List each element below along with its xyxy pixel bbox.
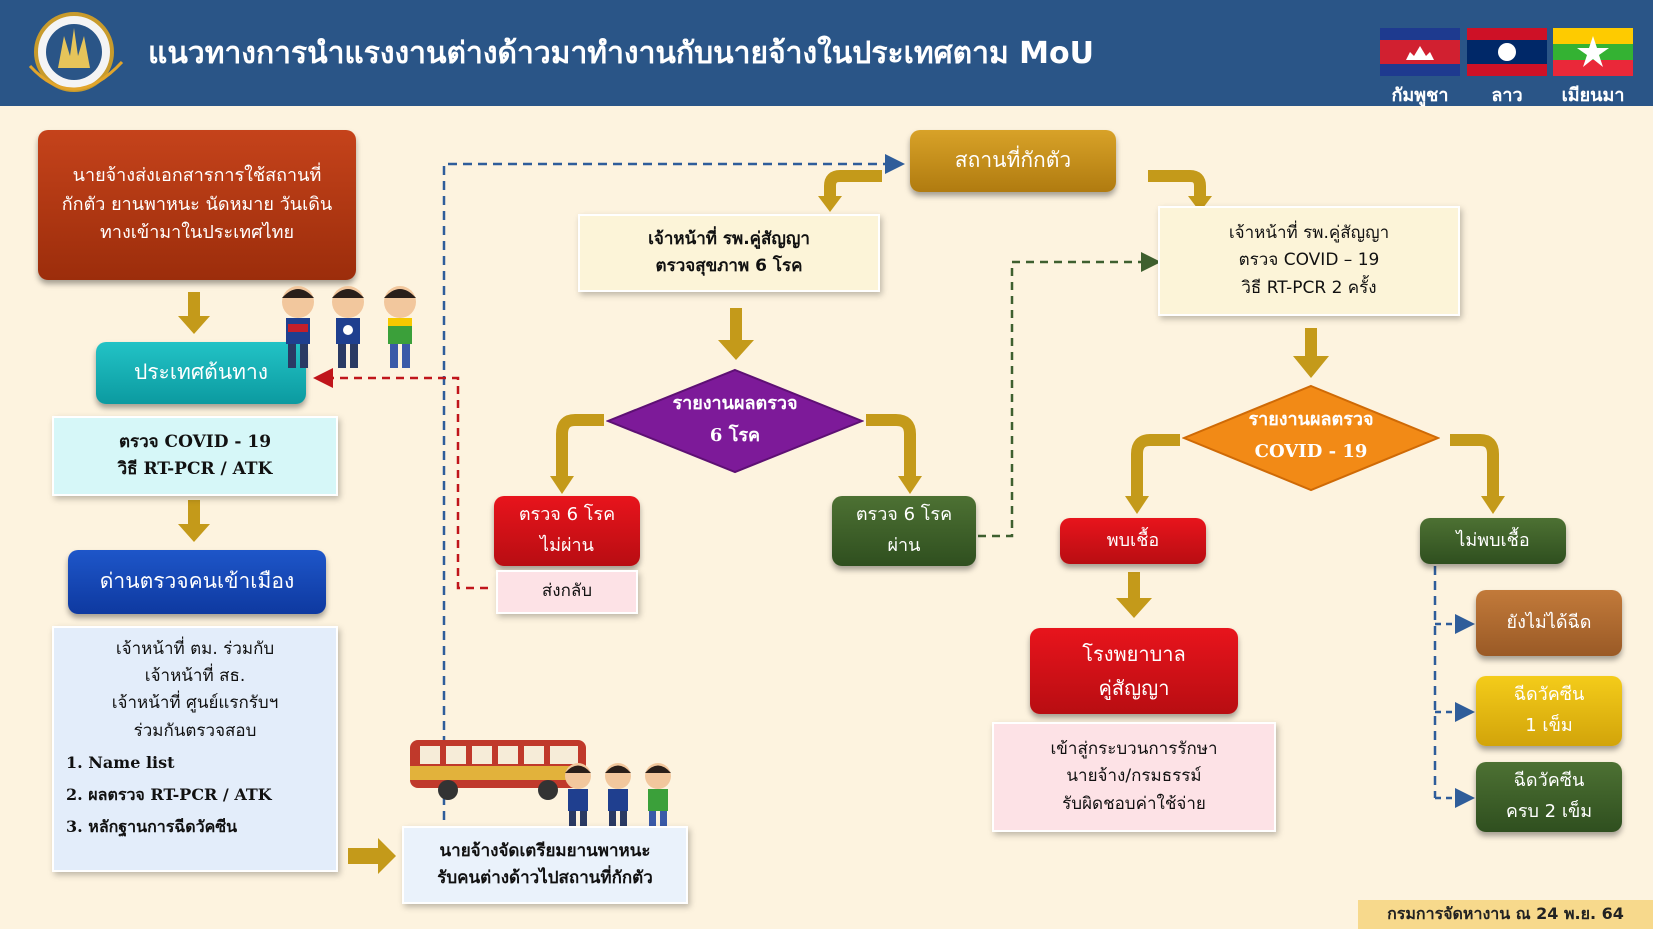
quarantine-text: สถานที่กักตัว <box>954 148 1072 173</box>
positive-box: พบเชื้อ <box>1060 518 1206 564</box>
treatment-box: เข้าสู่กระบวนการรักษา นายจ้าง/กรมธรรม์ ร… <box>992 722 1276 832</box>
fail-6-text: ตรวจ 6 โรค ไม่ผ่าน <box>518 504 616 556</box>
negative-box: ไม่พบเชื้อ <box>1420 518 1566 564</box>
pass-6-text: ตรวจ 6 โรค ผ่าน <box>855 504 953 556</box>
send-back-text: ส่งกลับ <box>541 581 593 602</box>
origin-test-text: ตรวจ COVID - 19 วิธี RT-PCR / ATK <box>117 431 273 479</box>
checkpoint-box: ด่านตรวจคนเข้าเมือง <box>68 550 326 614</box>
myanmar-flag-icon <box>1553 28 1633 76</box>
page-title: แนวทางการนำแรงงานต่างด้าวมาทำงานกับนายจ้… <box>148 36 1095 71</box>
transport-text: นายจ้างจัดเตรียมยานพาหนะ รับคนต่างด้าวไป… <box>437 840 653 888</box>
report-6-diamond <box>606 368 864 474</box>
not-vaccinated-box: ยังไม่ได้ฉีด <box>1476 590 1622 656</box>
footer-credit: กรมการจัดหางาน ณ 24 พ.ย. 64 <box>1358 900 1653 929</box>
hospital-6-box: เจ้าหน้าที่ รพ.คู่สัญญา ตรวจสุขภาพ 6 โรค <box>578 214 880 292</box>
fail-6-box: ตรวจ 6 โรค ไม่ผ่าน <box>494 496 640 566</box>
employer-docs-text: นายจ้างส่งเอกสารการใช้สถานที่ กักตัว ยาน… <box>61 164 333 244</box>
quarantine-box: สถานที่กักตัว <box>910 130 1116 192</box>
hospital-covid-box: เจ้าหน้าที่ รพ.คู่สัญญา ตรวจ COVID – 19 … <box>1158 206 1460 316</box>
vaccine-1-text: ฉีดวัคซีน 1 เข็ม <box>1513 684 1585 736</box>
children-illustration-2 <box>565 763 671 835</box>
negative-text: ไม่พบเชื้อ <box>1456 529 1530 551</box>
checklist-item: 3. หลักฐานการฉีดวัคซีน <box>66 816 238 836</box>
checklist-item: 1. Name list <box>66 752 175 772</box>
department-logo-icon <box>28 12 124 92</box>
origin-test-box: ตรวจ COVID - 19 วิธี RT-PCR / ATK <box>52 416 338 496</box>
cambodia-flag-icon <box>1380 28 1460 76</box>
origin-country-text: ประเทศต้นทาง <box>133 360 269 385</box>
checklist-item: 2. ผลตรวจ RT-PCR / ATK <box>66 784 272 804</box>
cambodia-label: กัมพูชา <box>1391 85 1449 106</box>
myanmar-label: เมียนมา <box>1561 85 1625 106</box>
vaccine-1-box: ฉีดวัคซีน 1 เข็ม <box>1476 676 1622 746</box>
employer-docs-box: นายจ้างส่งเอกสารการใช้สถานที่ กักตัว ยาน… <box>38 130 356 280</box>
report-6-text: รายงานผลตรวจ 6 โรค <box>672 393 798 447</box>
header-bar: แนวทางการนำแรงงานต่างด้าวมาทำงานกับนายจ้… <box>0 0 1653 106</box>
treatment-text: เข้าสู่กระบวนการรักษา นายจ้าง/กรมธรรม์ ร… <box>1050 739 1218 814</box>
children-illustration <box>282 286 416 368</box>
partner-hospital-text: โรงพยาบาล คู่สัญญา <box>1082 642 1186 700</box>
checkpoint-staff-text: เจ้าหน้าที่ ตม. ร่วมกับ เจ้าหน้าที่ สธ. … <box>111 639 279 741</box>
laos-label: ลาว <box>1491 85 1523 106</box>
bus-illustration <box>410 740 586 800</box>
hospital-6-text: เจ้าหน้าที่ รพ.คู่สัญญา ตรวจสุขภาพ 6 โรค <box>648 228 810 276</box>
report-covid-text: รายงานผลตรวจ COVID - 19 <box>1248 409 1374 463</box>
not-vaccinated-text: ยังไม่ได้ฉีด <box>1506 611 1592 633</box>
send-back-box: ส่งกลับ <box>496 570 638 614</box>
partner-hospital-box: โรงพยาบาล คู่สัญญา <box>1030 628 1238 714</box>
origin-country-box: ประเทศต้นทาง <box>96 342 306 404</box>
laos-flag-icon <box>1467 28 1547 76</box>
transport-box: นายจ้างจัดเตรียมยานพาหนะ รับคนต่างด้าวไป… <box>402 826 688 904</box>
vaccine-2-text: ฉีดวัคซีน ครบ 2 เข็ม <box>1505 770 1593 822</box>
hospital-covid-text: เจ้าหน้าที่ รพ.คู่สัญญา ตรวจ COVID – 19 … <box>1228 223 1390 298</box>
positive-text: พบเชื้อ <box>1106 529 1160 551</box>
vaccine-2-box: ฉีดวัคซีน ครบ 2 เข็ม <box>1476 762 1622 832</box>
pass-6-box: ตรวจ 6 โรค ผ่าน <box>832 496 976 566</box>
checkpoint-text: ด่านตรวจคนเข้าเมือง <box>99 569 295 594</box>
report-covid-diamond <box>1182 384 1440 492</box>
checkpoint-staff-box: เจ้าหน้าที่ ตม. ร่วมกับ เจ้าหน้าที่ สธ. … <box>52 626 338 872</box>
